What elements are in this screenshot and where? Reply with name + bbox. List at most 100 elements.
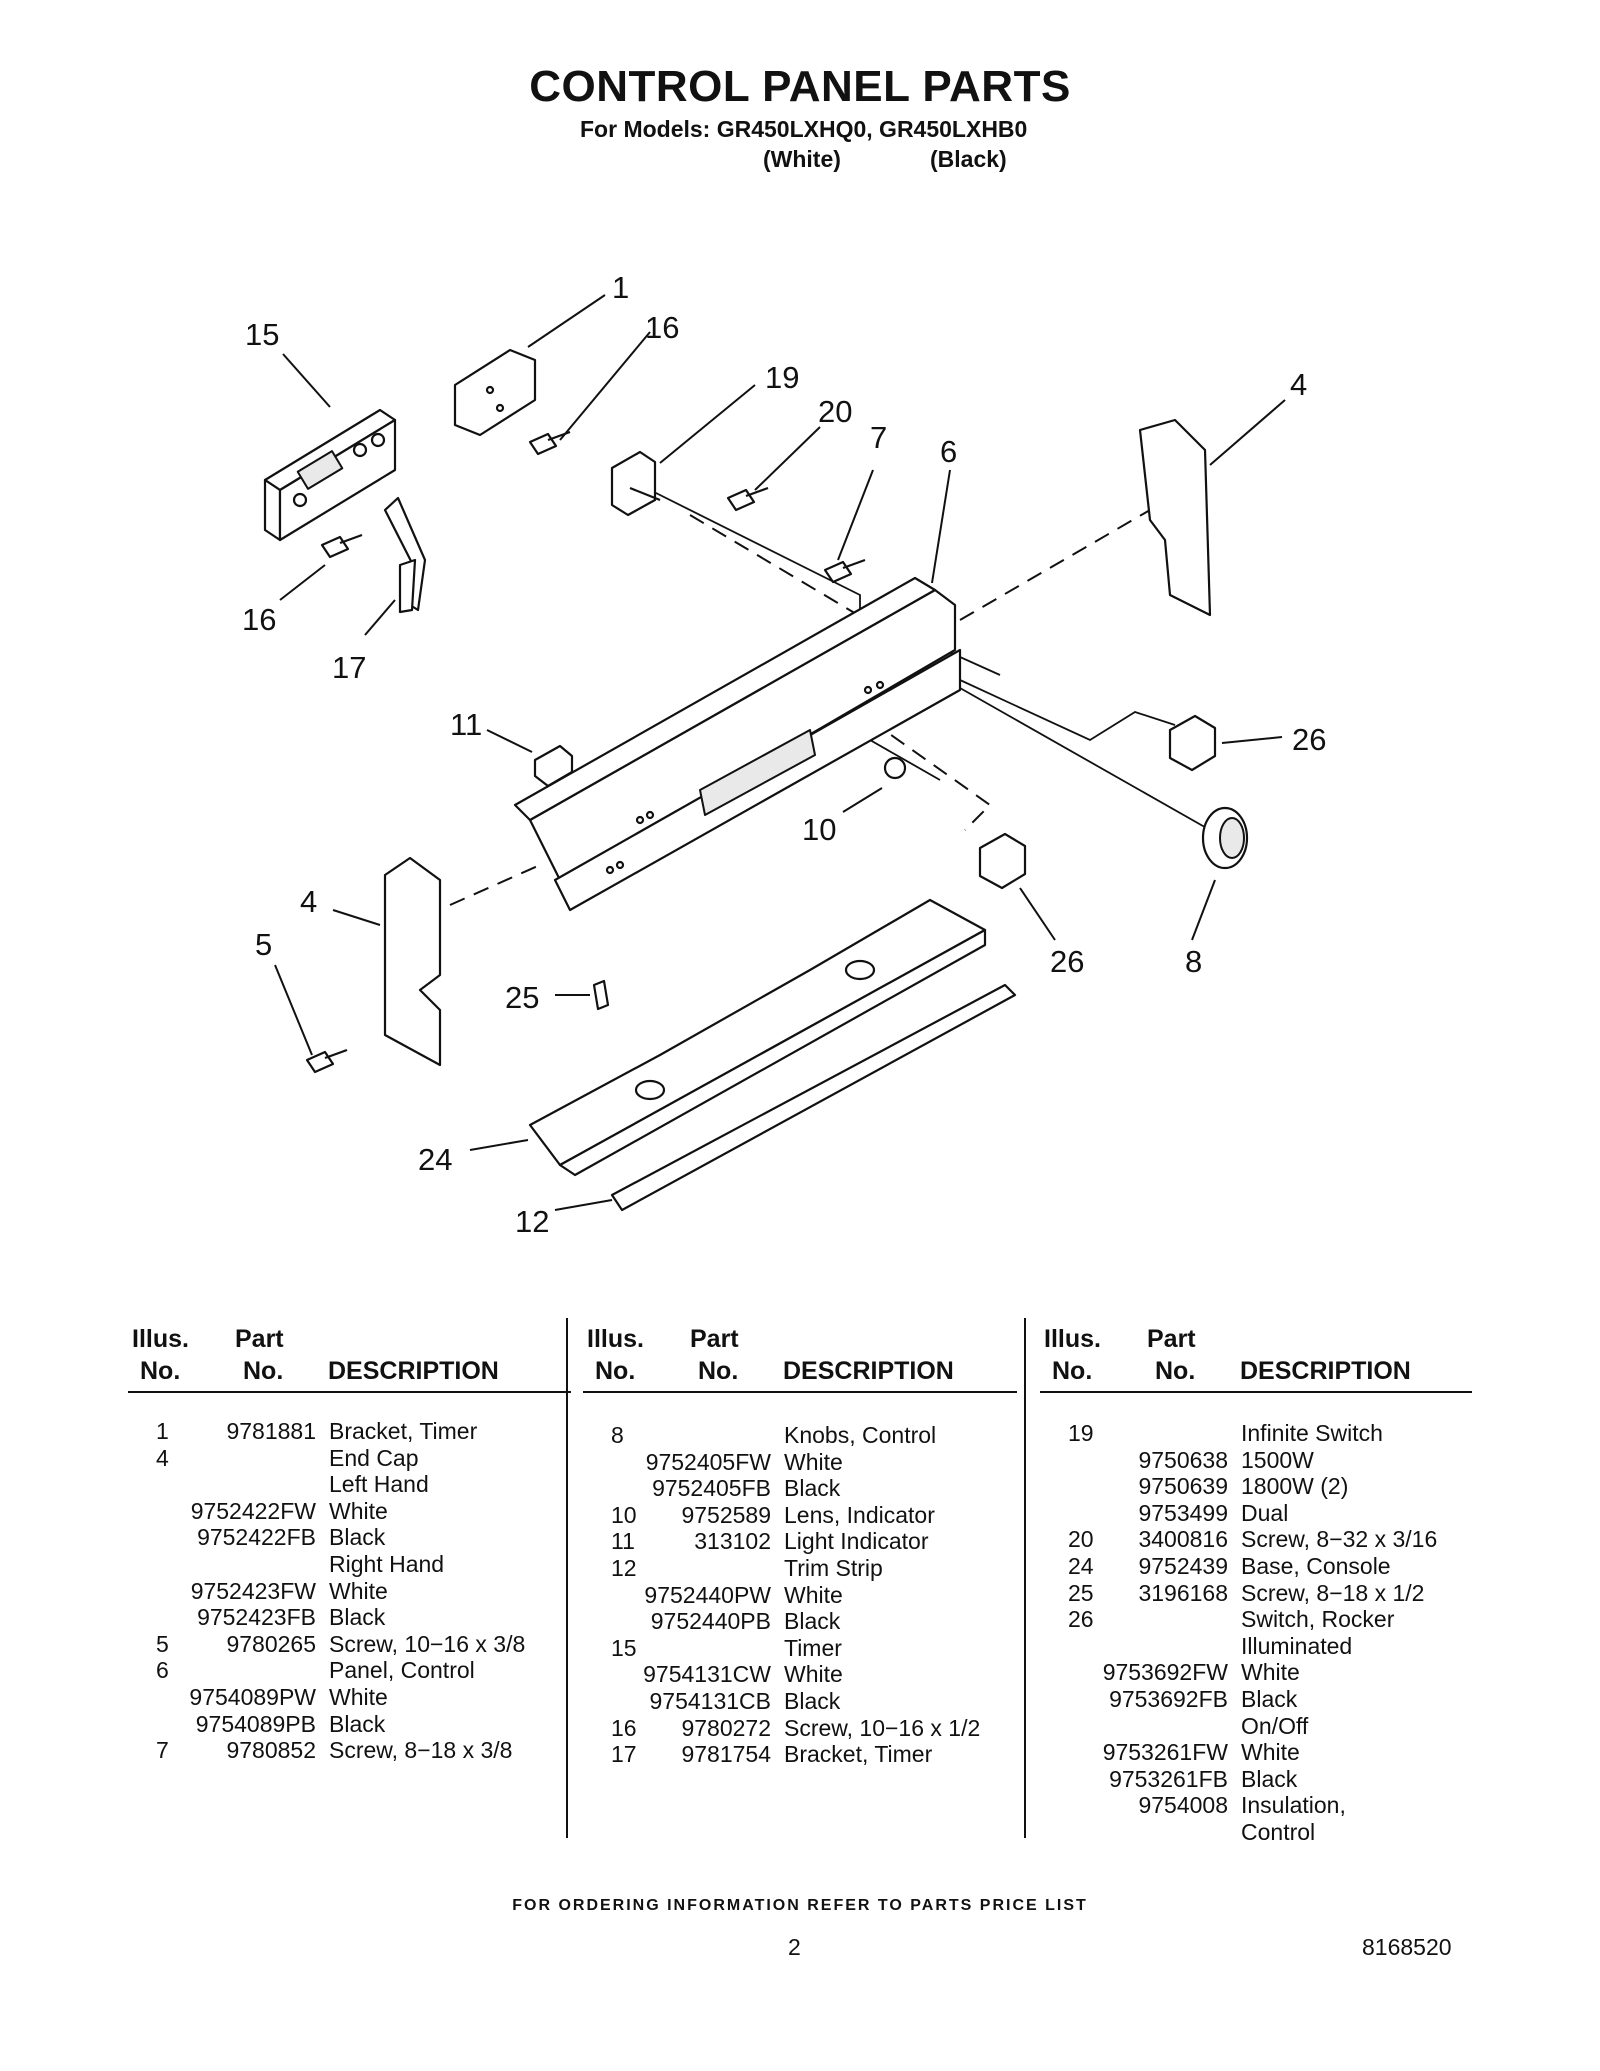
header-illus-1: Illus.	[132, 1325, 189, 1353]
part-description: Lens, Indicator	[784, 1501, 935, 1528]
callout-26-right: 26	[1292, 722, 1326, 757]
part-number: 313102	[694, 1528, 771, 1555]
part-description: Infinite Switch	[1241, 1420, 1383, 1446]
dash-lens-10	[869, 719, 992, 831]
table-row: On/Off	[1040, 1713, 1472, 1739]
table-row: Control	[1040, 1819, 1472, 1845]
indicator-lens-part	[883, 756, 907, 780]
part-description: Screw, 8−18 x 3/8	[329, 1737, 513, 1764]
infinite-switch-part	[610, 450, 661, 517]
model-list: For Models: GR450LXHQ0, GR450LXHB0	[580, 116, 1028, 142]
part-description: Screw, 8−18 x 1/2	[1241, 1579, 1425, 1606]
part-description: Illuminated	[1241, 1632, 1353, 1659]
table-row: 9753692FB Black	[1040, 1686, 1472, 1712]
column-divider-2	[1024, 1318, 1026, 1838]
part-description: Switch, Rocker	[1241, 1606, 1395, 1633]
callout-17: 17	[332, 650, 366, 685]
header-part-no-1: No.	[243, 1357, 284, 1385]
part-number: 9780852	[226, 1737, 316, 1764]
callout-24: 24	[418, 1142, 452, 1177]
table-row: 9750639 1800W (2)	[1040, 1473, 1472, 1499]
header-illus-no-3: No.	[1052, 1357, 1093, 1385]
illus-number: 10	[611, 1501, 637, 1528]
part-number: 9753499	[1138, 1499, 1228, 1526]
part-number: 9753692FW	[1102, 1659, 1228, 1686]
part-number: 9753261FB	[1109, 1765, 1228, 1792]
dash-switch-19	[689, 514, 901, 641]
part-description: 1500W	[1241, 1446, 1314, 1473]
callout-4-left: 4	[300, 884, 317, 919]
table-row: 19 Infinite Switch	[1040, 1420, 1472, 1446]
part-number: 9780265	[226, 1630, 316, 1657]
illus-number: 5	[156, 1630, 169, 1657]
rocker-switch-parts	[978, 714, 1217, 890]
page-title: CONTROL PANEL PARTS	[529, 62, 1071, 111]
part-description: White	[329, 1684, 388, 1710]
illus-number: 8	[611, 1422, 624, 1448]
callout-8: 8	[1185, 944, 1202, 979]
exploded-parts-diagram: 1 16 15 19 20 7 6 4 16 17 11 26 10 4 5 2…	[242, 270, 1326, 1239]
part-number: 9752422FW	[190, 1497, 316, 1524]
part-description: Insulation,	[1241, 1792, 1346, 1819]
part-number: 9752405FW	[645, 1448, 771, 1475]
header-description-3: DESCRIPTION	[1240, 1357, 1411, 1385]
base-console-part	[528, 898, 987, 1177]
part-description: White	[784, 1448, 843, 1475]
callout-19: 19	[765, 360, 799, 395]
part-description: 1800W (2)	[1241, 1473, 1349, 1500]
table-row: Left Hand	[128, 1471, 571, 1497]
part-number: 9753692FB	[1109, 1686, 1228, 1712]
part-number: 9750638	[1138, 1446, 1228, 1473]
part-description: Screw, 10−16 x 1/2	[784, 1714, 981, 1741]
end-cap-right-part	[1138, 418, 1212, 617]
part-description: Bracket, Timer	[329, 1418, 478, 1444]
part-description: Black	[784, 1475, 841, 1502]
wire-switch-26-right	[959, 679, 1176, 742]
model-color-black: (Black)	[930, 146, 1007, 172]
part-description: White	[1241, 1659, 1300, 1686]
illus-number: 25	[1068, 1579, 1094, 1606]
part-number: 9780272	[681, 1714, 771, 1741]
part-description: Black	[1241, 1686, 1298, 1712]
illus-number: 17	[611, 1741, 637, 1768]
header-illus-2: Illus.	[587, 1325, 644, 1353]
part-description: White	[784, 1581, 843, 1608]
part-number: 9750639	[1138, 1473, 1228, 1500]
part-number: 9753261FW	[1102, 1739, 1228, 1766]
part-description: White	[784, 1661, 843, 1688]
part-description: Black	[784, 1608, 841, 1635]
illus-number: 7	[156, 1737, 169, 1764]
part-description: Black	[329, 1604, 386, 1631]
part-description: Control	[1241, 1819, 1316, 1845]
part-description: End Cap	[329, 1444, 419, 1471]
header-rule-1	[128, 1391, 571, 1393]
part-description: Panel, Control	[329, 1657, 475, 1684]
header-rule-2	[583, 1391, 1017, 1393]
illus-number: 19	[1068, 1420, 1094, 1446]
part-number: 9752405FB	[652, 1475, 771, 1502]
part-description: Light Indicator	[784, 1528, 929, 1555]
callout-20: 20	[818, 394, 852, 429]
part-description: Right Hand	[329, 1551, 445, 1577]
part-description: Black	[329, 1710, 386, 1737]
part-number: 9752439	[1138, 1553, 1228, 1579]
callout-1: 1	[612, 270, 629, 305]
header-illus-no-1: No.	[140, 1357, 181, 1385]
timer-part	[263, 408, 397, 542]
